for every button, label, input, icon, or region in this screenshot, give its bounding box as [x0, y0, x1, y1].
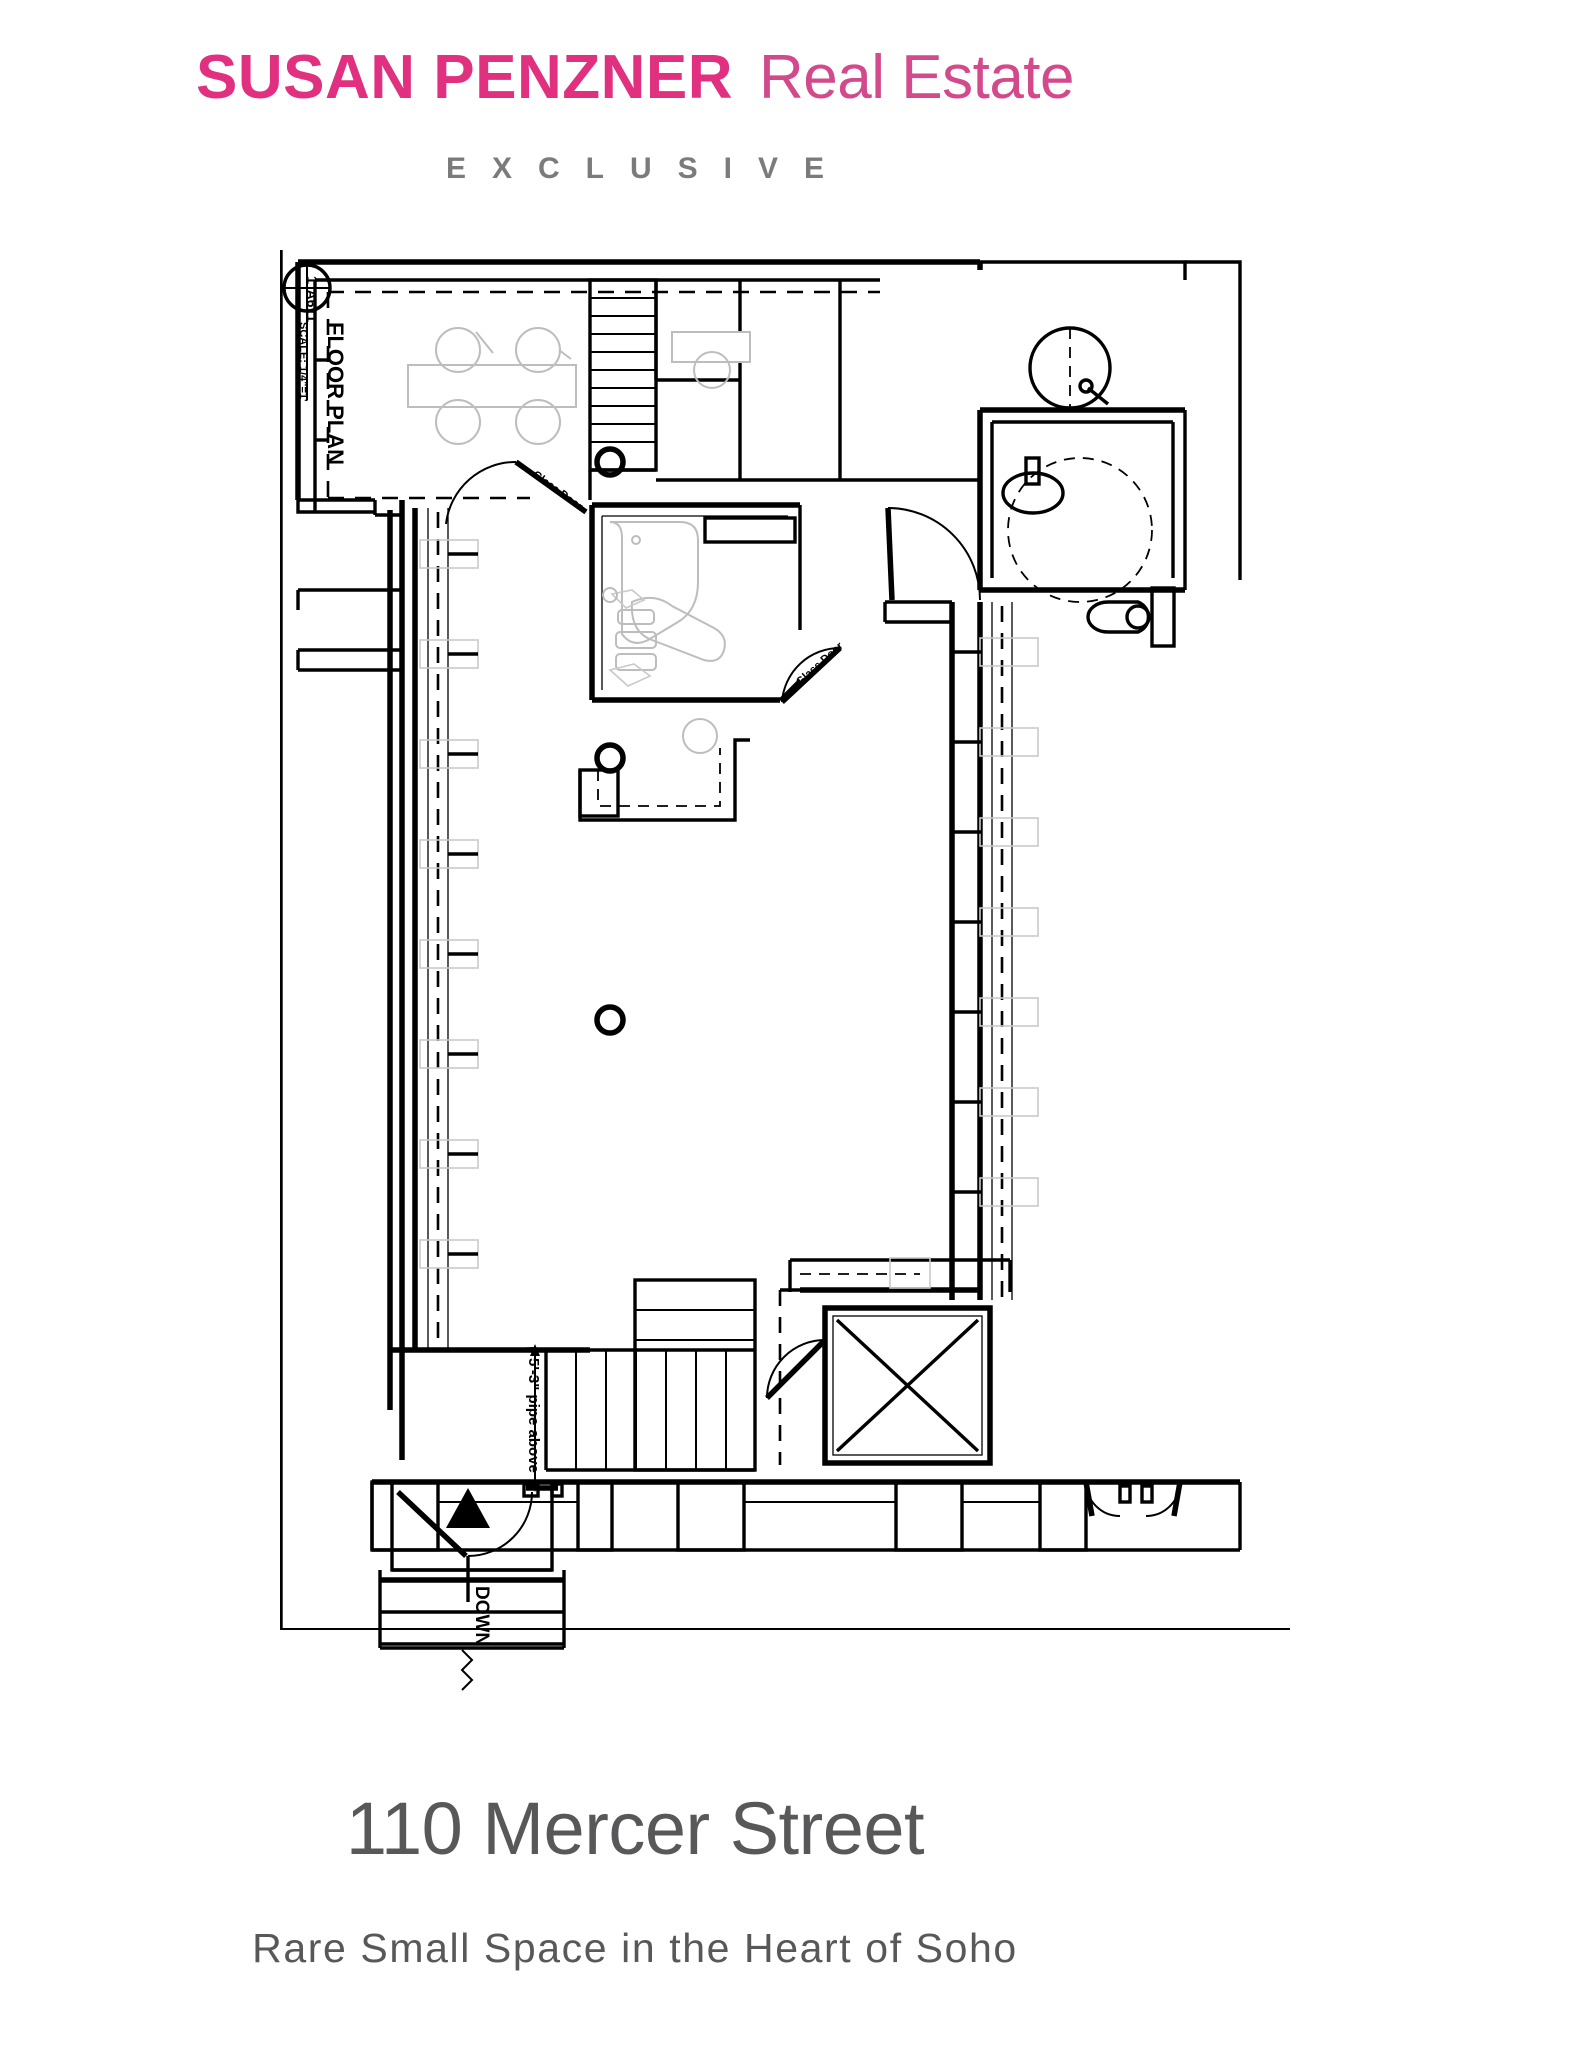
- right-pilaster-wall: [977, 602, 1013, 1300]
- down-arrow-icon: [446, 1488, 490, 1602]
- conference-table: [407, 364, 577, 408]
- column-marker: [594, 1004, 626, 1036]
- ada-turning-circle: [1007, 457, 1153, 603]
- marker-number: 1: [303, 276, 320, 284]
- upper-right-area: [654, 280, 980, 482]
- building-shell: [295, 259, 1242, 1460]
- floor-plan-drawing: .w { fill:none; stroke:#000; stroke-widt…: [280, 250, 1290, 1720]
- main-open-space: [296, 508, 1039, 1410]
- entry-vestibule: DOWN: [378, 1480, 566, 1691]
- conference-room: [313, 278, 880, 512]
- sheet-border: [280, 250, 1290, 1630]
- brand-header: SUSAN PENZNER Real Estate: [0, 42, 1270, 113]
- bathroom: [885, 326, 1187, 648]
- bathroom-door-swing: [887, 507, 981, 601]
- storefront-wall: [370, 1479, 1242, 1552]
- office-room: Glass Door: [589, 502, 846, 705]
- property-tagline: Rare Small Space in the Heart of Soho: [252, 1925, 1018, 1971]
- down-label: DOWN: [471, 1586, 492, 1646]
- brand-subtitle: Real Estate: [759, 43, 1075, 112]
- left-pilasters: [419, 539, 479, 1269]
- banquette-seating: [578, 718, 750, 822]
- pipe-above-annotation: 5'-3" pipe above: [491, 1344, 542, 1492]
- office-glass-door: Glass Door: [780, 640, 846, 705]
- toilet-fixture: [1086, 586, 1176, 648]
- exclusive-label: EXCLUSIVE: [445, 152, 851, 185]
- service-corridor: [788, 1257, 1012, 1293]
- pipe-above-label: 5'-3" pipe above: [525, 1358, 542, 1473]
- upper-fixture: [1028, 326, 1112, 410]
- lower-stair-run: [544, 1278, 757, 1472]
- right-pilasters: [952, 637, 1039, 1207]
- drawing-title: FLOOR PLAN: [323, 322, 348, 465]
- elevator-shaft: [765, 1288, 993, 1466]
- left-pilaster-wall: [412, 508, 449, 1350]
- glass-door-label-1: Glass Door: [530, 469, 585, 514]
- conference-glass-door: Glass Door: [445, 446, 626, 525]
- marker-sheet: A611: [304, 290, 320, 323]
- property-address: 110 Mercer Street: [345, 1787, 925, 1870]
- brand-name: SUSAN PENZNER: [195, 43, 733, 112]
- glass-door-label-2: Glass Door: [794, 640, 846, 689]
